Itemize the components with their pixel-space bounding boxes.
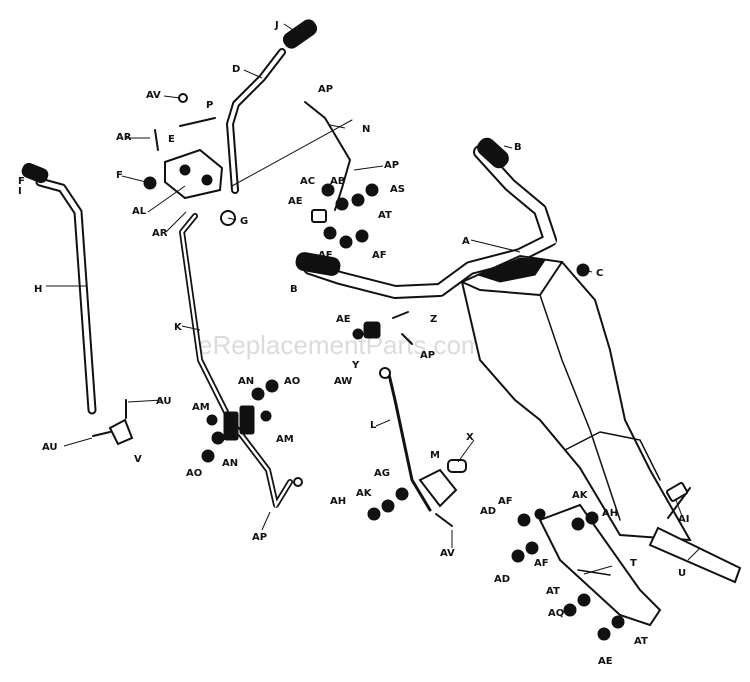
label-at-upper: AT <box>378 210 392 221</box>
label-a: A <box>462 236 470 247</box>
handle-h <box>21 162 97 415</box>
label-t: T <box>630 558 637 569</box>
label-k: K <box>174 322 183 333</box>
label-aq: AQ <box>548 608 564 619</box>
watermark: eReplacementParts.com <box>198 330 483 360</box>
label-ad-upper: AD <box>480 506 496 517</box>
label-ae-upper: AE <box>288 196 303 207</box>
shift-lever-d <box>226 19 318 194</box>
part-labels: J D AV P AR E F AL AR G AP N AP B AC AB … <box>18 20 689 667</box>
label-ah-right: AH <box>602 508 618 519</box>
label-ak-left: AK <box>356 488 373 499</box>
label-ak-right: AK <box>572 490 589 501</box>
label-an-lower: AN <box>222 458 238 469</box>
label-ah-left: AH <box>330 496 346 507</box>
label-au-right: AU <box>156 396 172 407</box>
label-i: I <box>18 186 22 197</box>
grip-i <box>21 162 49 184</box>
hardware-cluster-mid <box>352 311 413 345</box>
label-ap-lower: AP <box>252 532 267 543</box>
label-f-upper: F <box>116 170 123 181</box>
label-j: J <box>274 20 279 31</box>
bracket-v <box>92 399 134 446</box>
label-n: N <box>362 124 370 135</box>
label-av-upper: AV <box>146 90 161 101</box>
leader-lines <box>46 23 701 575</box>
label-e: E <box>168 134 175 145</box>
label-ae-lower: AE <box>598 656 613 667</box>
label-ag: AG <box>374 468 390 479</box>
grip-j <box>282 19 318 49</box>
label-m: M <box>430 450 440 461</box>
label-ao-lower: AO <box>186 468 202 479</box>
label-aw: AW <box>334 376 352 387</box>
label-av-lower: AV <box>440 548 455 559</box>
label-l: L <box>370 420 377 431</box>
label-c: C <box>596 268 603 279</box>
label-ab: AB <box>330 176 345 187</box>
hardware-cluster-upper <box>311 183 379 249</box>
label-ap-mid: AP <box>420 350 435 361</box>
hardware-cluster-bottom <box>563 593 625 641</box>
label-ad-lower: AD <box>494 574 510 585</box>
hardware-cluster-am <box>201 379 279 463</box>
label-p: P <box>206 100 213 111</box>
label-am-left: AM <box>192 402 210 413</box>
label-at-mid: AT <box>546 586 560 597</box>
hardware-cluster-ag <box>367 487 453 527</box>
label-an-upper: AN <box>238 376 254 387</box>
label-h: H <box>34 284 42 295</box>
grip-b-lower <box>295 252 341 276</box>
hardware-cluster-ad <box>511 482 689 563</box>
bracket-m <box>418 459 467 508</box>
label-ap-right: AP <box>384 160 399 171</box>
label-b-upper: B <box>514 142 522 153</box>
label-u: U <box>678 568 686 579</box>
label-af-mid: AF <box>498 496 513 507</box>
nut-f <box>143 176 157 190</box>
rod-n <box>231 101 353 211</box>
label-z: Z <box>430 314 437 325</box>
bracket-e <box>143 93 224 200</box>
handle-b <box>295 137 557 299</box>
label-f-left: F <box>18 176 25 187</box>
console-a <box>460 254 692 542</box>
label-af-left: AF <box>318 250 333 261</box>
label-af-right: AF <box>372 250 387 261</box>
grip-b-upper <box>477 137 509 169</box>
label-v: V <box>134 454 142 465</box>
label-ar-upper: AR <box>116 132 132 143</box>
label-x: X <box>466 432 474 443</box>
label-g: G <box>240 216 248 227</box>
label-au-left: AU <box>42 442 58 453</box>
label-d: D <box>232 64 240 75</box>
label-ac: AC <box>300 176 315 187</box>
label-as: AS <box>390 184 405 195</box>
label-ar-lower: AR <box>152 228 168 239</box>
label-ae-mid: AE <box>336 314 351 325</box>
label-ap-top: AP <box>318 84 333 95</box>
label-b-lower: B <box>290 284 298 295</box>
label-ai: AI <box>678 514 689 525</box>
label-at-lower: AT <box>634 636 648 647</box>
label-am-right: AM <box>276 434 294 445</box>
label-al: AL <box>132 206 147 217</box>
label-y: Y <box>351 360 360 371</box>
rod-l <box>379 367 432 512</box>
label-af-lower: AF <box>534 558 549 569</box>
spacer-x <box>447 459 467 473</box>
label-ao-upper: AO <box>284 376 300 387</box>
knob-c <box>576 263 590 277</box>
